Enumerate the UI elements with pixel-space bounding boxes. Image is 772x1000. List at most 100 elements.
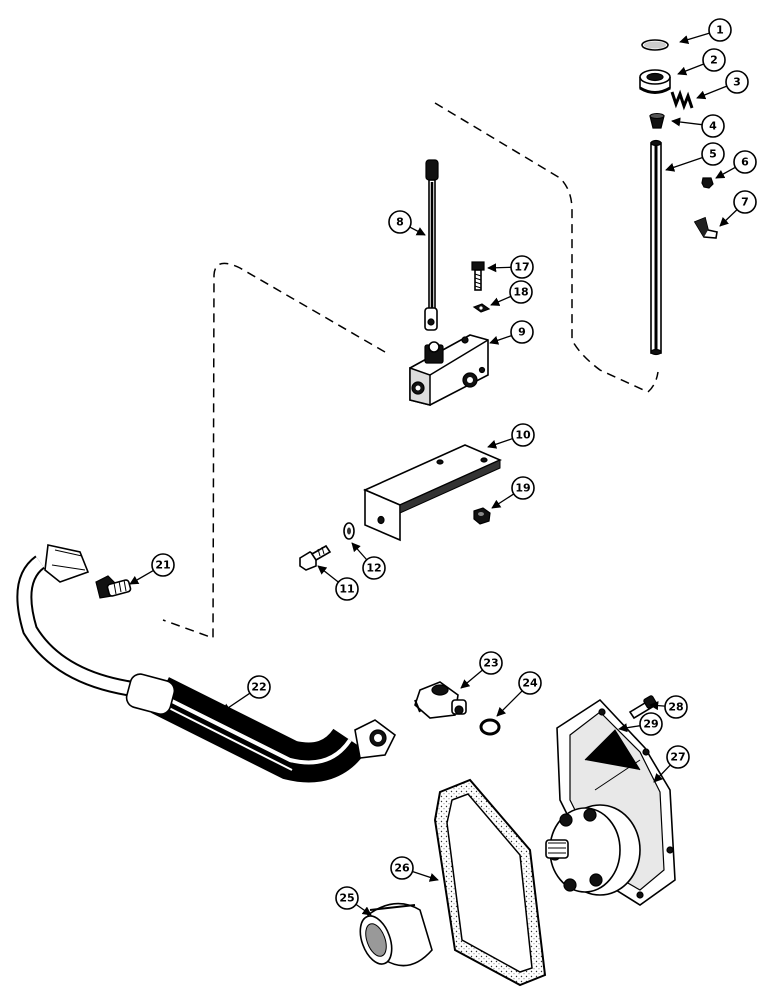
callout-bubble-4	[701, 114, 725, 138]
callout-label-24: 24	[522, 677, 538, 690]
callout-label-26: 26	[394, 862, 410, 875]
callout-leader-29	[618, 723, 641, 733]
part-26-gasket	[433, 778, 547, 987]
callout-23: 23	[460, 651, 503, 689]
part-7-clip	[693, 216, 718, 239]
callout-bubble-28	[664, 695, 688, 719]
part-9-control-valve	[409, 334, 489, 406]
callout-2: 2	[677, 48, 726, 76]
callout-bubble-11	[335, 577, 359, 601]
callout-label-3: 3	[733, 76, 741, 89]
callout-19: 19	[491, 476, 535, 509]
callout-bubble-6	[733, 150, 757, 174]
callout-leader-25	[355, 903, 372, 916]
callout-bubble-23	[479, 651, 503, 675]
part-10-bracket	[363, 444, 502, 542]
callout-label-25: 25	[339, 892, 354, 905]
callout-bubble-27	[666, 745, 690, 769]
part-22-hydraulic-hose	[16, 544, 397, 783]
callout-leader-8	[409, 226, 426, 236]
callout-26: 26	[390, 856, 439, 882]
part-6-small-nut	[701, 177, 714, 189]
part-25-seal	[359, 902, 433, 967]
callout-label-18: 18	[513, 286, 528, 299]
callout-18: 18	[490, 280, 533, 306]
callout-label-27: 27	[670, 751, 685, 764]
part-2-knob	[639, 69, 671, 94]
callout-17: 17	[487, 255, 534, 279]
part-18-washer	[472, 303, 491, 313]
callout-bubble-7	[733, 190, 757, 214]
callout-bubble-29	[639, 712, 663, 736]
callout-24: 24	[496, 671, 542, 717]
callout-leader-9	[489, 334, 512, 345]
part-17-screw	[471, 261, 485, 291]
callout-bubble-12	[362, 556, 386, 580]
callout-label-12: 12	[366, 562, 381, 575]
part-23-elbow-fitting	[414, 681, 467, 719]
callout-8: 8	[388, 210, 426, 236]
callout-1: 1	[679, 18, 732, 45]
callout-7: 7	[719, 190, 757, 227]
callout-12: 12	[351, 542, 386, 580]
callout-leader-2	[677, 63, 704, 76]
callout-bubble-10	[511, 423, 535, 447]
callout-leader-10	[487, 437, 513, 449]
callout-label-7: 7	[741, 196, 749, 209]
callout-bubble-25	[335, 886, 359, 910]
callout-leader-7	[719, 209, 738, 227]
callout-label-4: 4	[709, 120, 717, 133]
callout-6: 6	[715, 150, 757, 179]
callout-bubble-24	[518, 671, 542, 695]
callout-bubble-21	[151, 553, 175, 577]
callout-3: 3	[696, 70, 749, 100]
callout-leader-23	[460, 669, 483, 689]
callout-leader-3	[696, 85, 728, 100]
callout-label-6: 6	[741, 156, 749, 169]
callout-label-11: 11	[339, 583, 354, 596]
callout-bubble-5	[701, 142, 725, 166]
part-27-pump-assembly	[545, 698, 676, 906]
callout-10: 10	[487, 423, 535, 449]
callout-label-23: 23	[483, 657, 498, 670]
callout-leader-22	[221, 692, 251, 713]
part-12-washer	[343, 522, 355, 540]
callout-bubble-26	[390, 856, 414, 880]
callout-bubble-2	[702, 48, 726, 72]
callout-27: 27	[653, 745, 690, 783]
callout-bubble-8	[388, 210, 412, 234]
part-21-fitting	[95, 575, 132, 599]
part-24-o-ring	[479, 718, 501, 736]
callout-11: 11	[317, 565, 359, 601]
callout-leader-26	[412, 870, 439, 882]
callout-25: 25	[335, 886, 372, 916]
callout-bubble-18	[509, 280, 533, 304]
callout-bubble-9	[510, 320, 534, 344]
callout-label-29: 29	[643, 718, 658, 731]
callout-label-17: 17	[514, 261, 529, 274]
callout-9: 9	[489, 320, 534, 345]
callout-leader-4	[671, 117, 703, 127]
dashed-route-left	[162, 262, 386, 640]
callout-bubble-22	[247, 675, 271, 699]
callout-label-22: 22	[251, 681, 266, 694]
callout-leader-24	[496, 690, 523, 717]
callout-bubble-17	[510, 255, 534, 279]
part-4-ferrule	[649, 113, 665, 129]
part-19-nut	[473, 507, 491, 525]
callout-leader-28	[649, 701, 666, 711]
part-8-control-link	[424, 159, 439, 331]
callout-label-19: 19	[515, 482, 530, 495]
callout-leader-12	[351, 542, 368, 561]
callout-label-28: 28	[668, 701, 683, 714]
callout-label-1: 1	[716, 24, 724, 37]
callout-22: 22	[221, 675, 271, 713]
callout-label-5: 5	[709, 148, 717, 161]
callout-label-9: 9	[518, 326, 526, 339]
part-5-rod	[650, 139, 662, 356]
part-3-spring	[670, 89, 694, 111]
callout-bubble-3	[725, 70, 749, 94]
callout-28: 28	[649, 695, 688, 719]
